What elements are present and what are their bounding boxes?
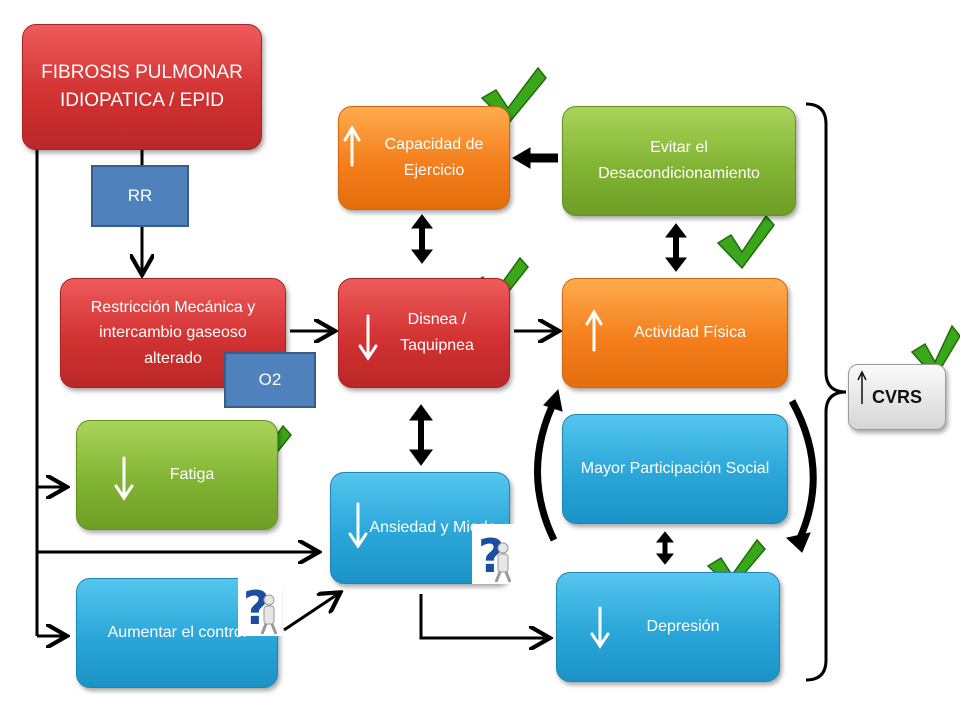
evitar-box: Evitar el Desacondicionamiento — [562, 106, 796, 216]
o2-label: O2 — [258, 370, 282, 389]
capacidad-label: Capacidad de Ejercicio — [384, 136, 484, 179]
capacidad-box: Capacidad de Ejercicio — [338, 106, 510, 210]
restriccion-label: Restricción Mecánica y intercambio gaseo… — [90, 298, 256, 367]
rr-tag: RR — [91, 165, 189, 227]
rr-label: RR — [127, 186, 153, 205]
fatiga-label: Fatiga — [169, 466, 215, 484]
double-arrow-evitar-actividad — [664, 223, 688, 272]
fatiga-box: Fatiga — [76, 420, 278, 530]
curved-arrow-left — [534, 388, 563, 542]
actividad-label: Actividad Física — [633, 324, 747, 342]
disnea-label: Disnea / Taquipnea — [400, 311, 474, 354]
arrow-to-depresion — [419, 594, 547, 638]
actividad-box: Actividad Física — [562, 278, 788, 388]
fibrosis-label: FIBROSIS PULMONAR IDIOPATICA / EPID — [41, 62, 243, 111]
ansiedad-box: Ansiedad y Miedo — [330, 472, 510, 584]
aumentar-label: Aumentar el control — [107, 624, 247, 642]
disnea-box: Disnea / Taquipnea — [338, 278, 510, 388]
cvrs-box: CVRS — [848, 364, 946, 430]
curved-arrow-right — [785, 399, 817, 553]
right-bracket — [805, 102, 847, 682]
depresion-label: Depresión — [646, 618, 720, 636]
aumentar-box: Aumentar el control — [76, 578, 278, 688]
participacion-box: Mayor Participación Social — [562, 414, 788, 524]
double-arrow-participacion-depresion — [655, 531, 675, 565]
o2-tag: O2 — [224, 352, 316, 408]
arrow-evitar-to-capacidad — [512, 147, 558, 169]
cvrs-label: CVRS — [871, 386, 922, 407]
evitar-label: Evitar el Desacondicionamiento — [598, 139, 760, 182]
checkmark-icon — [713, 210, 775, 270]
depresion-box: Depresión — [556, 572, 780, 682]
double-arrow-capacidad-disnea — [410, 214, 434, 264]
participacion-label: Mayor Participación Social — [580, 460, 770, 478]
double-arrow-disnea-ansiedad — [409, 404, 433, 466]
ansiedad-label: Ansiedad y Miedo — [369, 519, 497, 537]
fibrosis-box: FIBROSIS PULMONAR IDIOPATICA / EPID — [22, 24, 262, 150]
arrow-aumentar-to-ansiedad — [283, 594, 338, 632]
